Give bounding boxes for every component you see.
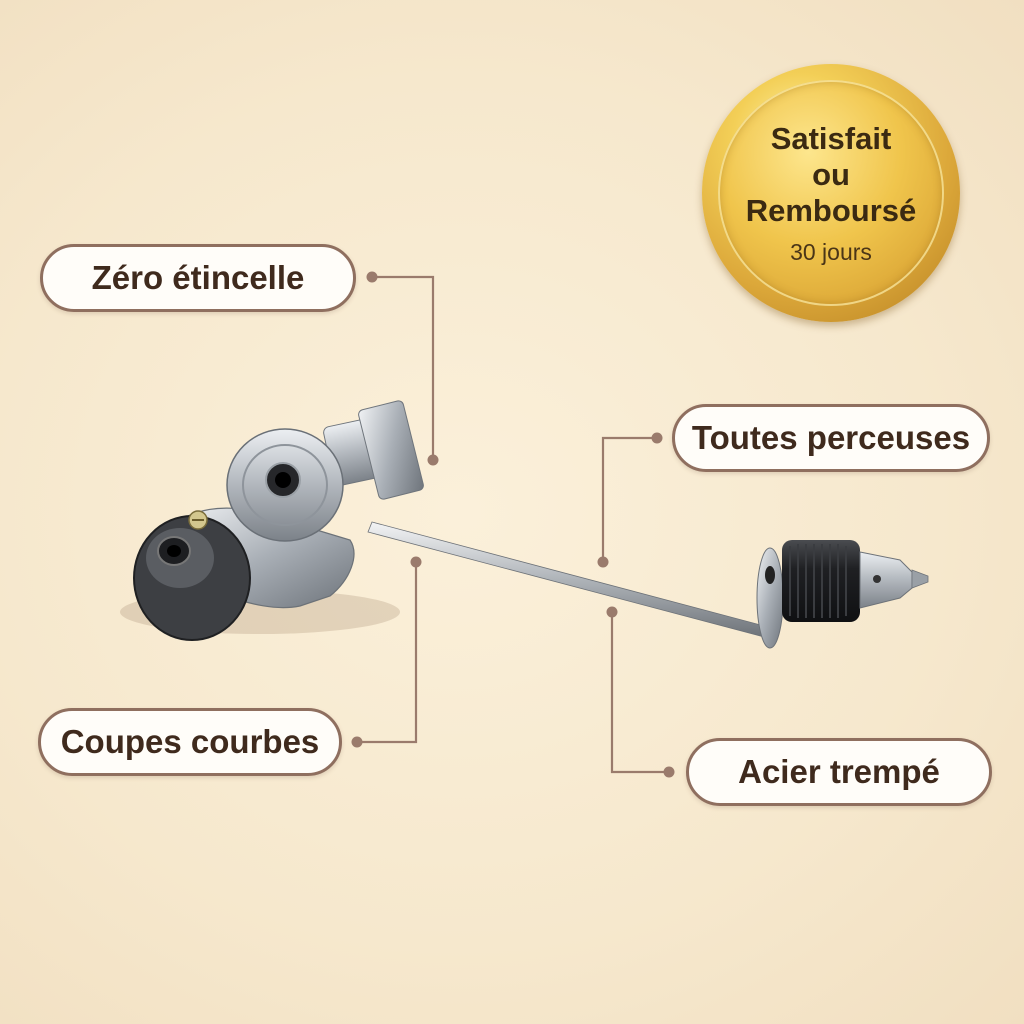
connector-hardened-steel	[610, 612, 669, 774]
lower-cutter-wheel	[133, 515, 251, 641]
badge-line-refunded: Remboursé	[745, 192, 917, 228]
connector-dot	[427, 454, 439, 466]
feature-zero-sparks: Zéro étincelle	[40, 244, 356, 312]
badge-line-satisfied: Satisfait	[770, 120, 892, 156]
chuck-washer	[756, 547, 784, 649]
connector-dot	[651, 432, 663, 444]
connector-dot	[351, 736, 363, 748]
feature-curved-cuts: Coupes courbes	[38, 708, 342, 776]
badge-duration: 30 jours	[790, 238, 872, 265]
feature-hardened-steel: Acier trempé	[686, 738, 992, 806]
connector-dot	[366, 271, 378, 283]
connector-all-drills	[601, 436, 657, 562]
drive-shaft	[367, 521, 773, 639]
connector-curved-cuts	[357, 562, 418, 744]
connector-dot	[606, 606, 618, 618]
connector-dot	[663, 766, 675, 778]
badge-line-or: ou	[812, 156, 850, 192]
connector-dot	[410, 556, 422, 568]
upper-cutter-wheel	[226, 428, 344, 542]
guarantee-badge-face: Satisfait ou Remboursé 30 jours	[718, 80, 944, 306]
drill-chuck	[782, 540, 929, 622]
feature-all-drills: Toutes perceuses	[672, 404, 990, 472]
connector-dot	[597, 556, 609, 568]
guarantee-badge: Satisfait ou Remboursé 30 jours	[702, 64, 960, 322]
connector-zero-sparks	[372, 275, 435, 460]
